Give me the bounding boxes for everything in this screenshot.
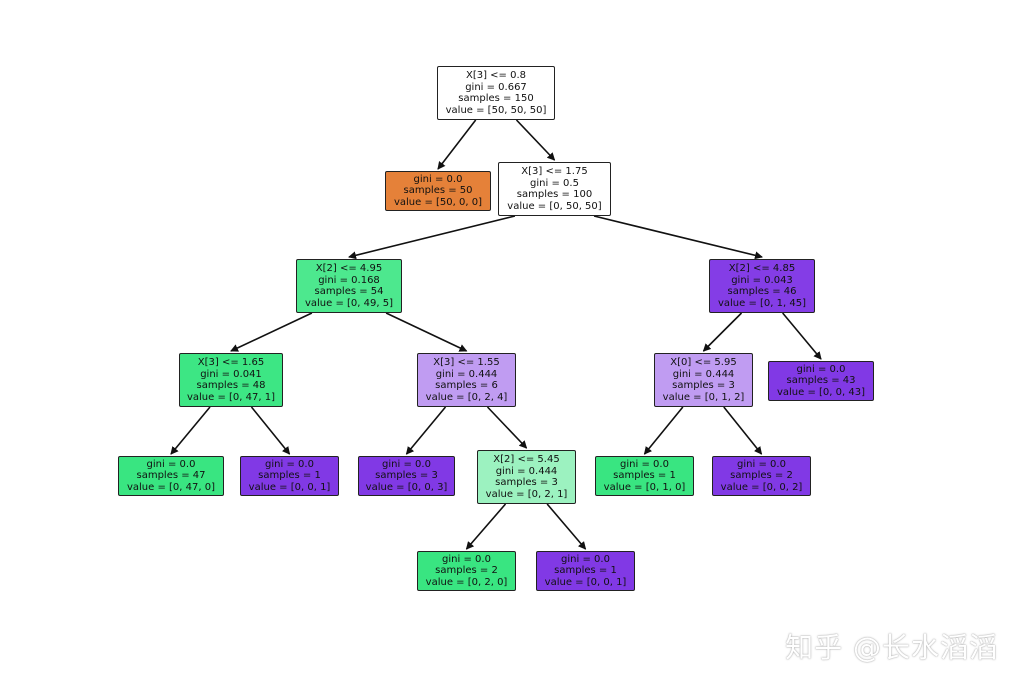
tree-edge-n7-n9 [486,406,528,449]
node-line: samples = 1 [554,565,617,577]
tree-edge-n13-n15 [723,406,763,455]
node-line: gini = 0.0 [146,458,196,470]
node-line: value = [0, 1, 2] [662,391,745,403]
node-line: X[2] <= 4.85 [728,263,796,274]
node-line: samples = 48 [196,380,266,391]
node-line: samples = 2 [435,565,498,577]
tree-edge-n13-n14 [643,406,684,455]
node-line: value = [0, 0, 3] [365,481,448,493]
node-line: X[2] <= 5.45 [493,454,560,465]
tree-edge-n4-n6 [250,406,291,455]
node-line: value = [0, 2, 0] [425,576,508,588]
node-line: gini = 0.444 [435,368,498,380]
node-line: samples = 3 [375,470,438,482]
watermark-text: 知乎 @长水滔滔 [785,631,998,664]
node-line: gini = 0.0 [442,553,491,565]
tree-edge-n12-n16 [782,312,822,360]
node-line: samples = 3 [672,380,735,391]
node-line: gini = 0.168 [318,274,380,286]
tree-edge-n9-n10 [465,503,507,550]
node-line: samples = 50 [403,185,473,197]
node-line: samples = 46 [727,286,797,297]
node-line: value = [0, 2, 1] [485,488,568,500]
node-line: gini = 0.5 [530,177,579,189]
node-line: gini = 0.0 [413,173,463,185]
node-line: samples = 2 [730,470,793,482]
tree-edge-n3-n7 [385,312,468,352]
node-line: value = [0, 1, 0] [603,481,686,493]
node-line: X[2] <= 4.95 [315,263,383,274]
node-line: gini = 0.0 [561,553,610,565]
node-line: gini = 0.0 [737,458,786,470]
node-line: samples = 150 [458,93,534,104]
node-line: value = [0, 1, 45] [717,297,807,309]
node-line: X[3] <= 0.8 [465,70,527,81]
node-line: gini = 0.444 [495,465,558,477]
node-line: value = [0, 50, 50] [507,200,602,212]
tree-edge-n2-n12 [593,215,763,260]
node-line: X[0] <= 5.95 [670,357,737,368]
node-line: gini = 0.0 [265,458,314,470]
node-line: gini = 0.0 [382,458,431,470]
tree-edge-n0-n1 [437,119,477,170]
node-line: samples = 43 [786,375,856,387]
node-line: samples = 100 [516,189,593,200]
node-line: value = [50, 50, 50] [445,104,547,116]
node-line: samples = 3 [495,477,558,488]
node-line: gini = 0.667 [465,81,527,93]
node-line: gini = 0.041 [200,368,262,380]
node-line: X[3] <= 1.55 [433,357,500,368]
tree-edge-n0-n2 [515,119,556,161]
node-line: gini = 0.0 [620,458,669,470]
tree-edge-n2-n3 [348,215,516,260]
tree-edge-n4-n5 [170,406,211,455]
node-line: value = [0, 0, 2] [720,481,803,493]
node-line: gini = 0.043 [731,274,793,286]
node-line: value = [0, 47, 1] [186,391,276,403]
node-line: samples = 6 [435,380,498,391]
node-line: samples = 1 [258,470,321,482]
node-line: samples = 54 [314,286,384,297]
node-line: samples = 1 [613,470,676,482]
tree-edge-n3-n4 [230,312,313,352]
node-line: X[3] <= 1.75 [521,166,588,177]
node-line: value = [50, 0, 0] [393,196,483,208]
node-line: samples = 47 [136,470,206,482]
tree-edge-n12-n13 [702,312,743,352]
node-line: gini = 0.0 [796,363,846,375]
node-line: value = [0, 2, 4] [425,391,508,403]
node-line: gini = 0.444 [672,368,735,380]
tree-edge-n9-n11 [546,503,587,550]
node-line: value = [0, 0, 43] [776,386,866,398]
node-line: X[3] <= 1.65 [197,357,265,368]
tree-edge-n7-n8 [405,406,447,455]
node-line: value = [0, 0, 1] [544,576,627,588]
node-line: value = [0, 49, 5] [304,297,394,309]
node-line: value = [0, 0, 1] [248,481,331,493]
node-line: value = [0, 47, 0] [126,481,216,493]
